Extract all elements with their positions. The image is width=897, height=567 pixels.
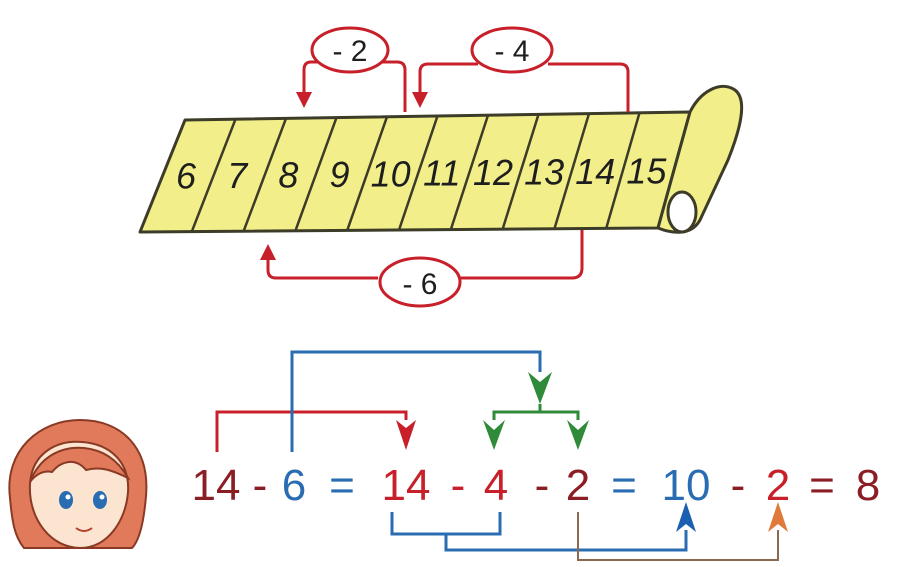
connector-green (483, 372, 589, 450)
strip-cell-6: 6 (176, 156, 197, 197)
eq-term-6: 6 (282, 461, 306, 510)
child-face-icon (9, 420, 146, 548)
jump-label-minus-four: - 4 (494, 35, 529, 68)
strip-cell-15: 15 (626, 150, 667, 191)
eq-minus-fourth: - (731, 461, 746, 510)
eq-term-4: 4 (484, 461, 508, 510)
eq-term-2: 2 (566, 461, 590, 510)
jump-minus-four: - 4 (412, 28, 628, 112)
eq-minus-third: - (535, 461, 550, 510)
connector-red (217, 412, 416, 452)
eq-equals: = (329, 461, 355, 510)
jump-minus-six: - 6 (260, 230, 582, 306)
eq-term-2-second: 2 (766, 461, 790, 510)
eq-minus-second: - (451, 461, 466, 510)
eq-minus: - (253, 461, 268, 510)
eq-equals-second: = (611, 461, 637, 510)
strip-cell-10: 10 (371, 153, 411, 194)
strip-cell-14: 14 (575, 151, 615, 192)
eq-term-14-second: 14 (382, 461, 431, 510)
strip-cell-12: 12 (473, 152, 513, 193)
jump-label-minus-two: - 2 (332, 35, 367, 68)
jump-minus-two: - 2 (296, 28, 405, 112)
jump-label-minus-six: - 6 (402, 268, 437, 301)
equation: 14 - 6 = 14 - 4 - 2 = 10 - 2 = 8 (192, 461, 881, 510)
strip-cell-13: 13 (524, 152, 564, 193)
eq-term-10: 10 (662, 461, 711, 510)
eq-term-14: 14 (192, 461, 241, 510)
strip-cell-8: 8 (278, 155, 298, 196)
eq-result-8: 8 (856, 461, 880, 510)
strip-cell-11: 11 (423, 153, 460, 194)
strip-cell-9: 9 (330, 154, 350, 195)
strip-cell-7: 7 (227, 155, 249, 196)
connector-blue-top (292, 352, 540, 452)
eq-equals-third: = (809, 461, 835, 510)
